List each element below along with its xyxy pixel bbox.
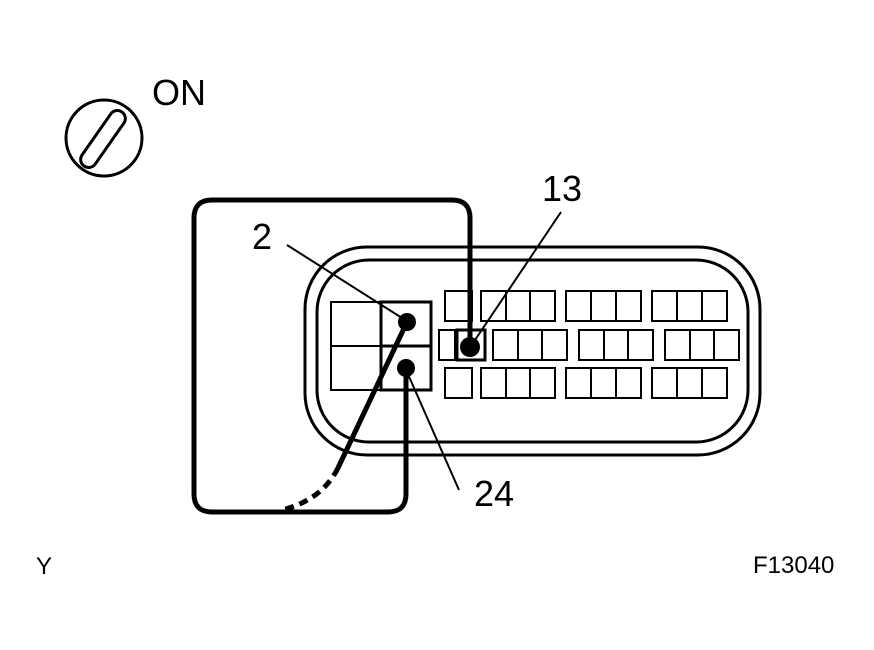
- jumper-wire-13-24: [191, 197, 473, 515]
- terminal-13-label: 13: [542, 168, 582, 209]
- terminal-2-dot: [398, 313, 416, 331]
- probe-lead-dashed: [281, 466, 341, 513]
- leader-line-24: [406, 371, 460, 491]
- terminal-2-label: 2: [252, 216, 272, 257]
- leader-line-13: [472, 211, 562, 344]
- terminal-24-label: 24: [474, 473, 514, 514]
- terminal-13-dot: [460, 337, 480, 357]
- footer-left-label: Y: [36, 553, 52, 580]
- terminal-24-dot: [397, 359, 415, 377]
- ignition-on-label: ON: [152, 72, 206, 113]
- probe-lead-terminal-2: [335, 320, 410, 470]
- leader-line-2: [286, 244, 403, 319]
- connector-icon: [303, 245, 762, 457]
- figure-code-label: F13040: [753, 552, 834, 579]
- ignition-key-icon: [64, 98, 144, 178]
